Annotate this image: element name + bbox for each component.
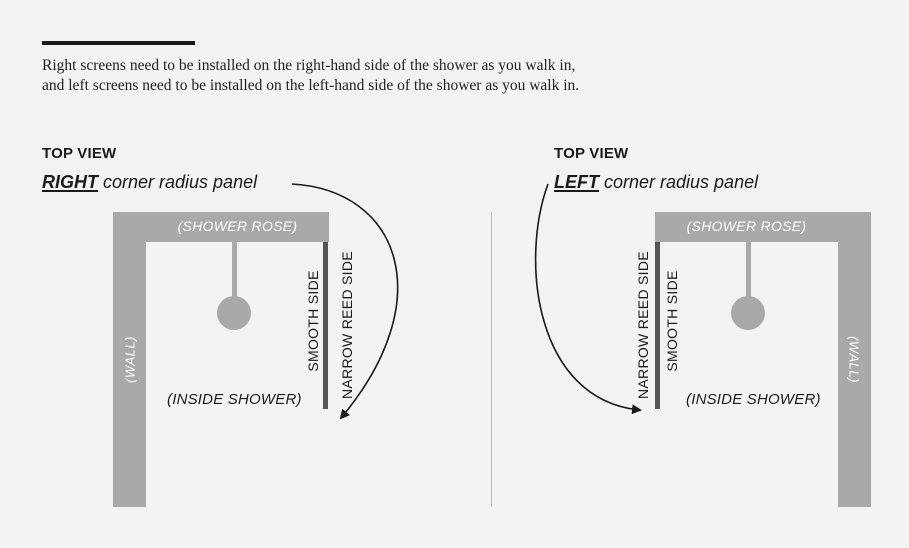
right-pointer-arrow [291,183,399,420]
right-inside-shower-label: (INSIDE SHOWER) [167,391,302,408]
left-glass-panel [655,242,660,409]
right-panel-title: RIGHT corner radius panel [42,172,257,193]
header-rule [42,41,195,45]
intro-text: Right screens need to be installed on th… [42,56,862,96]
left-inside-shower-label: (INSIDE SHOWER) [686,391,821,408]
left-pointer-arrow [534,183,642,415]
left-title-rest: corner radius panel [599,172,759,192]
right-rose-label: (SHOWER ROSE) [177,218,298,234]
left-rose-label: (SHOWER ROSE) [686,218,807,234]
left-shower-pipe [746,242,751,298]
right-side-wall [113,212,146,507]
left-shower-head [731,296,765,330]
right-glass-panel [323,242,328,409]
left-panel-title: LEFT corner radius panel [554,172,758,193]
right-shower-pipe [232,242,237,298]
left-keyword: LEFT [554,172,599,192]
left-side-wall [838,212,871,507]
intro-line-2: and left screens need to be installed on… [42,77,580,94]
right-shower-head [217,296,251,330]
right-top-view-label: TOP VIEW [42,145,117,162]
left-rose-wall [655,212,871,242]
right-rose-wall [113,212,329,242]
left-top-view-label: TOP VIEW [554,145,629,162]
right-title-rest: corner radius panel [98,172,258,192]
intro-line-1: Right screens need to be installed on th… [42,57,576,74]
panel-divider [491,212,492,507]
right-keyword: RIGHT [42,172,98,192]
